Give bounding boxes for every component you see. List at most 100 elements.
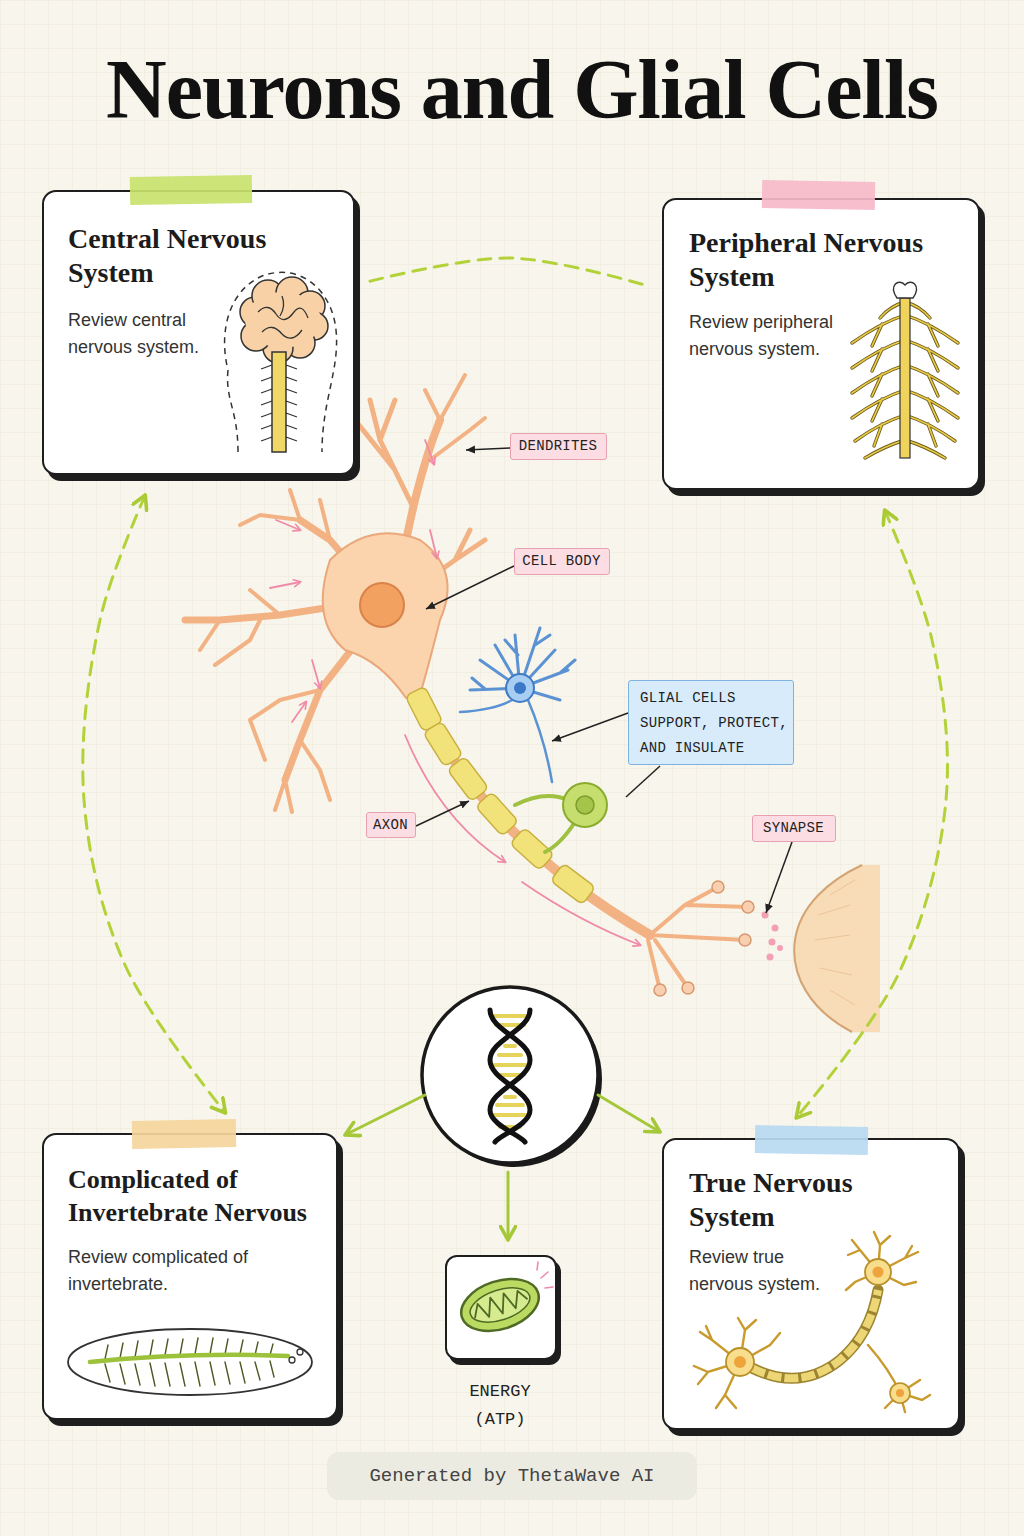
true-neurons-illustration (873, 1267, 884, 1278)
signal-flow-arrows (270, 440, 640, 945)
flatworm-illustration (68, 1329, 312, 1395)
diagram-title: Neurons and Glial Cells (106, 42, 938, 138)
spinal-nerves-illustration (894, 282, 917, 298)
system-card: Peripheral Nervous SystemReview peripher… (662, 198, 980, 490)
brain-illustration (245, 292, 321, 348)
callout-tag: DENDRITES (510, 433, 607, 460)
card-heading: Central Nervous System (68, 222, 303, 290)
energy-caption: ENERGY (ATP) (455, 1378, 545, 1434)
leader-lines (626, 766, 660, 797)
brain-illustration (240, 297, 270, 327)
synaptic-vesicles (762, 912, 769, 919)
tape-strips (755, 1125, 868, 1155)
system-card: Central Nervous SystemReview central ner… (42, 190, 355, 475)
oligodendrocyte (515, 783, 607, 852)
target-cell (815, 880, 855, 1005)
mitochondrion-illustration (470, 1287, 529, 1322)
callout-tag: SYNAPSE (752, 815, 836, 842)
dna-arrows (507, 1172, 510, 1240)
card-body: Review central nervous system. (68, 307, 218, 361)
true-neurons-illustration (896, 1389, 904, 1397)
leader-lines (766, 842, 792, 913)
synaptic-vesicles (767, 954, 774, 961)
astrocyte (506, 674, 534, 702)
neuron-dendrites (350, 395, 412, 505)
true-neurons-illustration (734, 1356, 746, 1368)
myelin-sheath (550, 863, 595, 905)
tape-strips (762, 180, 875, 210)
brain-illustration (272, 352, 286, 452)
card-body: Review peripheral nervous system. (689, 309, 854, 363)
card-body: Review complicated of invertebrate. (68, 1244, 253, 1298)
signal-flow-arrows (430, 530, 437, 558)
astrocyte (460, 628, 575, 782)
tape-strips (132, 1119, 236, 1149)
card-heading: True Nervous System (689, 1166, 889, 1234)
callout-tag: GLIAL CELLSSUPPORT, PROTECT, AND INSULAT… (628, 680, 794, 765)
true-neurons-illustration (865, 1259, 891, 1285)
axon-terminals (739, 934, 751, 946)
axon-terminals (742, 901, 754, 913)
leader-lines (416, 801, 469, 826)
flatworm-illustration (297, 1349, 303, 1355)
true-neurons-illustration (752, 1290, 878, 1378)
oligodendrocyte (563, 783, 607, 827)
dashed-connector (370, 258, 647, 286)
flatworm-illustration (105, 1338, 274, 1386)
brain-illustration (252, 280, 284, 312)
neuron-dendrites (240, 490, 330, 540)
brain-illustration (225, 272, 337, 452)
brain-illustration (225, 272, 337, 452)
synaptic-vesicles (762, 912, 784, 961)
dna-badge (490, 1010, 530, 1142)
spinal-nerves-illustration (852, 302, 958, 458)
energy-frame (445, 1255, 557, 1360)
target-cell (794, 865, 862, 1032)
flatworm-illustration (90, 1355, 288, 1362)
nucleus (360, 583, 404, 627)
true-neurons-illustration (726, 1348, 754, 1376)
dna-badge (422, 987, 598, 1163)
brain-illustration (263, 333, 293, 363)
signal-flow-arrows (312, 660, 320, 688)
dna-badge (422, 987, 602, 1167)
synaptic-vesicles (772, 925, 779, 932)
system-card: True Nervous SystemReview true nervous s… (662, 1138, 960, 1430)
astrocyte (514, 682, 526, 694)
card-heading: Complicated of Invertebrate Nervous (68, 1163, 333, 1229)
dashed-connector (796, 510, 947, 1118)
neuron-dendrites (200, 590, 280, 665)
card-body: Review true nervous system. (689, 1244, 839, 1298)
dashed-connector (83, 495, 226, 1113)
callout-label: DENDRITES (511, 435, 605, 457)
system-card: Complicated of Invertebrate NervousRevie… (42, 1133, 338, 1420)
dna-arrows (598, 1095, 660, 1132)
signal-flow-arrows (276, 520, 300, 530)
oligodendrocyte (576, 796, 594, 814)
brain-illustration (300, 312, 328, 340)
dna-badge (490, 1010, 530, 1142)
signal-flow-arrows (292, 702, 306, 722)
callout-tag: AXON (366, 812, 416, 838)
mitochondrion-illustration (455, 1270, 546, 1340)
leader-lines (426, 566, 514, 609)
brain-illustration (240, 277, 328, 363)
energy-sparkles (537, 1262, 553, 1288)
flatworm-illustration (68, 1329, 312, 1395)
cell-body (323, 533, 448, 698)
callout-label: AXON (367, 814, 414, 836)
synaptic-vesicles (777, 945, 783, 951)
target-cell (794, 865, 880, 1032)
dna-arrows (345, 1095, 660, 1240)
mitochondrion-illustration (455, 1270, 546, 1340)
leader-lines (466, 448, 510, 450)
astrocyte (470, 628, 575, 700)
true-neurons-illustration (890, 1383, 910, 1403)
signal-flow-arrows (270, 582, 300, 588)
energy-sparkles (537, 1262, 553, 1288)
true-neurons-illustration (694, 1232, 930, 1412)
axon-terminals (654, 881, 754, 996)
